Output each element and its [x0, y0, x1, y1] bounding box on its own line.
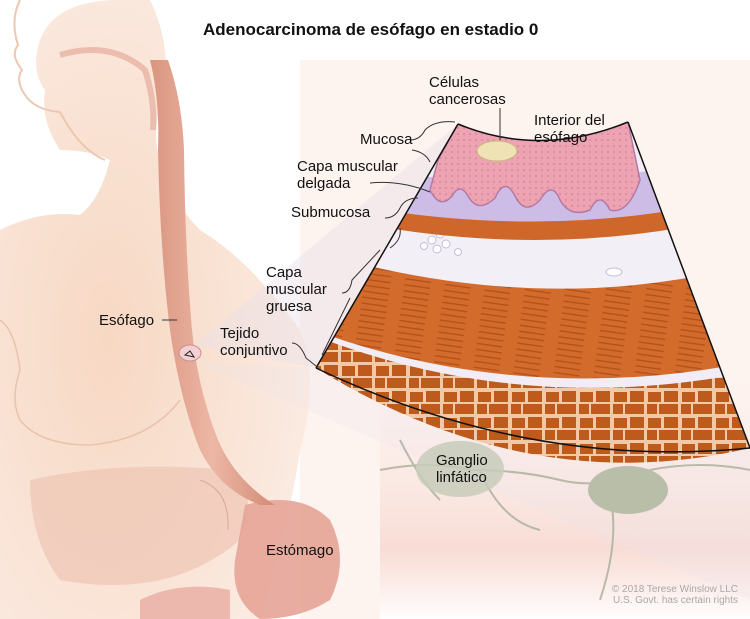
- label-esophagus-interior: Interior del esófago: [534, 112, 605, 146]
- label-thin-muscle-layer: Capa muscular delgada: [297, 158, 398, 192]
- copyright-line: U.S. Govt. has certain rights: [612, 595, 738, 606]
- lymph-node-2: [588, 466, 668, 514]
- label-submucosa: Submucosa: [291, 204, 371, 221]
- label-line: Tejido: [220, 325, 260, 342]
- label-line: Interior del: [534, 112, 605, 129]
- copyright-notice: © 2018 Terese Winslow LLC U.S. Govt. has…: [612, 584, 738, 606]
- label-line: muscular: [266, 281, 327, 298]
- label-cancer-cells: Células cancerosas: [429, 74, 506, 108]
- label-line: esófago: [534, 129, 588, 146]
- label-mucosa: Mucosa: [360, 131, 413, 148]
- copyright-line: © 2018 Terese Winslow LLC: [611, 584, 738, 595]
- label-line: gruesa: [266, 298, 312, 315]
- label-lymph-node: Ganglio linfático: [436, 452, 488, 486]
- label-connective-tissue: Tejido conjuntivo: [220, 325, 288, 359]
- page-title: Adenocarcinoma de esófago en estadio 0: [203, 20, 539, 39]
- label-line: Capa muscular: [297, 158, 398, 175]
- label-thick-muscle-layer: Capa muscular gruesa: [266, 264, 327, 315]
- label-line: Ganglio: [436, 452, 488, 469]
- label-stomach: Estómago: [266, 542, 334, 559]
- label-line: cancerosas: [429, 91, 506, 108]
- label-line: Capa: [266, 264, 302, 281]
- label-line: Células: [429, 74, 480, 91]
- label-line: delgada: [297, 175, 351, 192]
- label-line: linfático: [436, 469, 487, 486]
- label-line: conjuntivo: [220, 342, 288, 359]
- label-esophagus: Esófago: [99, 312, 155, 329]
